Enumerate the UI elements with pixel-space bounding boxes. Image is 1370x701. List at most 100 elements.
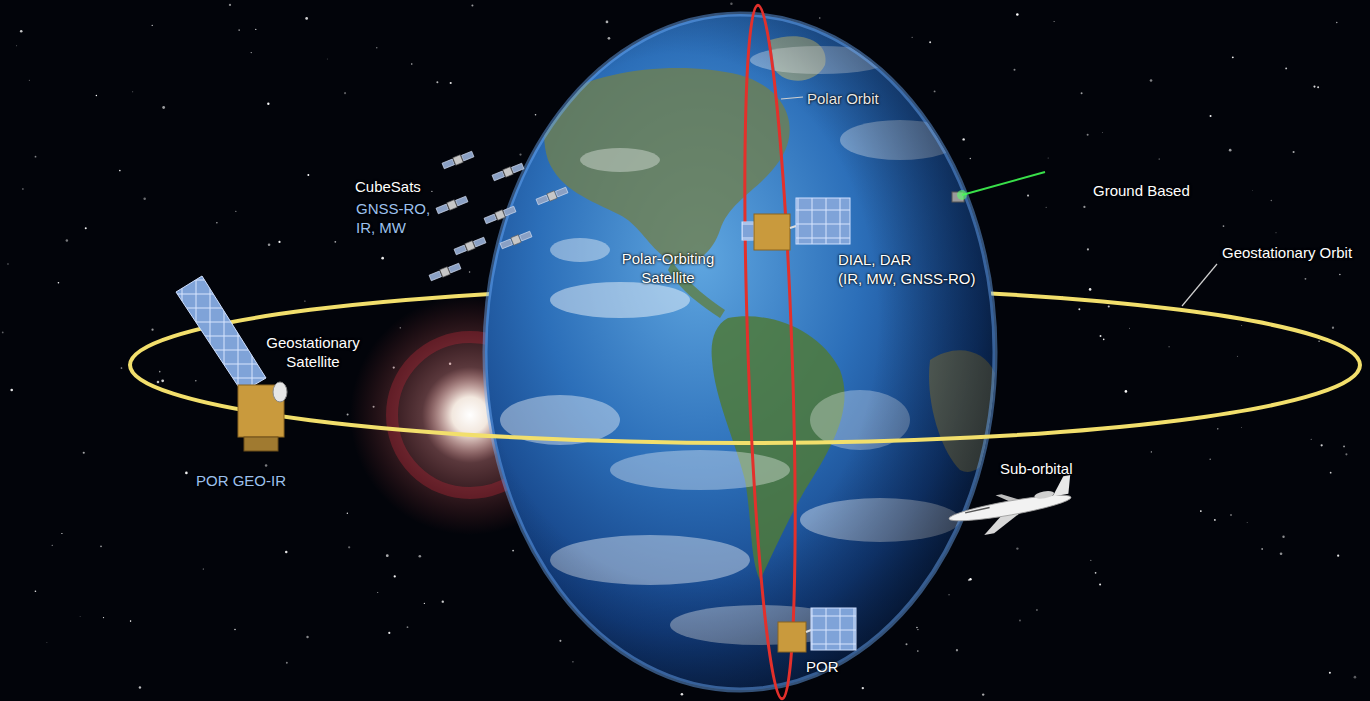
star [681,693,684,696]
star [265,464,268,467]
satellite-body [754,214,790,250]
star [1354,676,1357,679]
star [388,632,390,634]
star [905,643,907,645]
star [1036,609,1038,611]
star [819,17,821,19]
star [1332,327,1334,329]
label-position: Polar Orbit [807,89,879,108]
star [394,575,396,577]
polar-orbiting-satellite [742,198,850,250]
star [238,29,240,31]
star [411,63,413,65]
star [1100,335,1102,337]
star [1271,200,1272,201]
text-line: (IR, MW, GNSS-RO) [838,269,976,288]
star-field [2,3,1356,696]
star [419,555,422,558]
star [151,329,153,331]
text-line: Geostationary Orbit [1222,243,1352,262]
star [20,30,23,33]
star [1251,190,1253,192]
star [730,3,732,5]
star [1016,13,1019,16]
star [1016,547,1018,549]
label-position: DIAL, DAR (IR, MW, GNSS-RO) [838,250,976,288]
label-position: Geostationary Orbit [1222,243,1352,262]
callout-label: DIAL, DAR (IR, MW, GNSS-RO) [838,250,976,288]
text-line: Polar-Orbiting [622,249,715,268]
star [377,592,378,593]
star [267,103,269,105]
star [1229,149,1232,152]
earth-surface [485,14,1000,690]
star [969,578,971,580]
star [519,153,521,155]
satellite-base [244,437,278,451]
star [1209,459,1211,461]
star [1313,86,1315,88]
label-position: Polar-Orbiting Satellite [622,249,715,287]
star [52,545,53,546]
star [159,371,161,373]
callout-label: Geostationary Satellite [266,333,359,371]
star [143,197,145,199]
star [1103,339,1105,341]
star [431,191,432,192]
star [10,389,13,392]
star [1275,232,1277,234]
star [1102,132,1104,134]
star [1237,356,1238,357]
ground-station [952,172,1045,202]
star [559,640,561,642]
star [1337,555,1339,557]
star [512,550,514,552]
star [381,257,384,260]
star [407,626,409,628]
star [608,37,611,40]
satellite-body [778,622,806,652]
solar-panel [176,276,266,392]
star [119,170,121,172]
cubesat [442,150,475,169]
star [334,241,336,243]
star [1159,158,1160,159]
star [1280,552,1283,555]
cubesat [500,230,533,249]
aircraft-engine [1034,490,1055,500]
star [7,263,9,265]
star [152,25,153,26]
cubesat [429,262,462,281]
star [161,379,164,382]
star [1282,536,1284,538]
cubesat [484,205,517,224]
star [306,636,308,638]
panel-arm [806,630,811,632]
text-line: POR [806,657,839,676]
star [934,90,936,92]
star [58,282,60,284]
earth-globe [485,14,995,690]
star [35,156,37,158]
star [347,413,349,415]
solar-panel [742,222,754,240]
star [132,91,133,92]
lidar-glow [957,190,967,200]
star [436,81,438,83]
star [268,244,271,247]
star [1217,428,1218,429]
cubesat [454,236,487,255]
atmosphere-rim [485,14,995,690]
por-satellite [778,608,856,652]
star [195,380,196,381]
star [79,616,81,618]
star [278,241,280,243]
star [376,47,377,48]
star [103,617,104,618]
callout-label: Sub-orbital [1000,459,1073,478]
star [982,693,984,695]
star [1214,519,1216,521]
label-position: POR GEO-IR [196,471,286,490]
